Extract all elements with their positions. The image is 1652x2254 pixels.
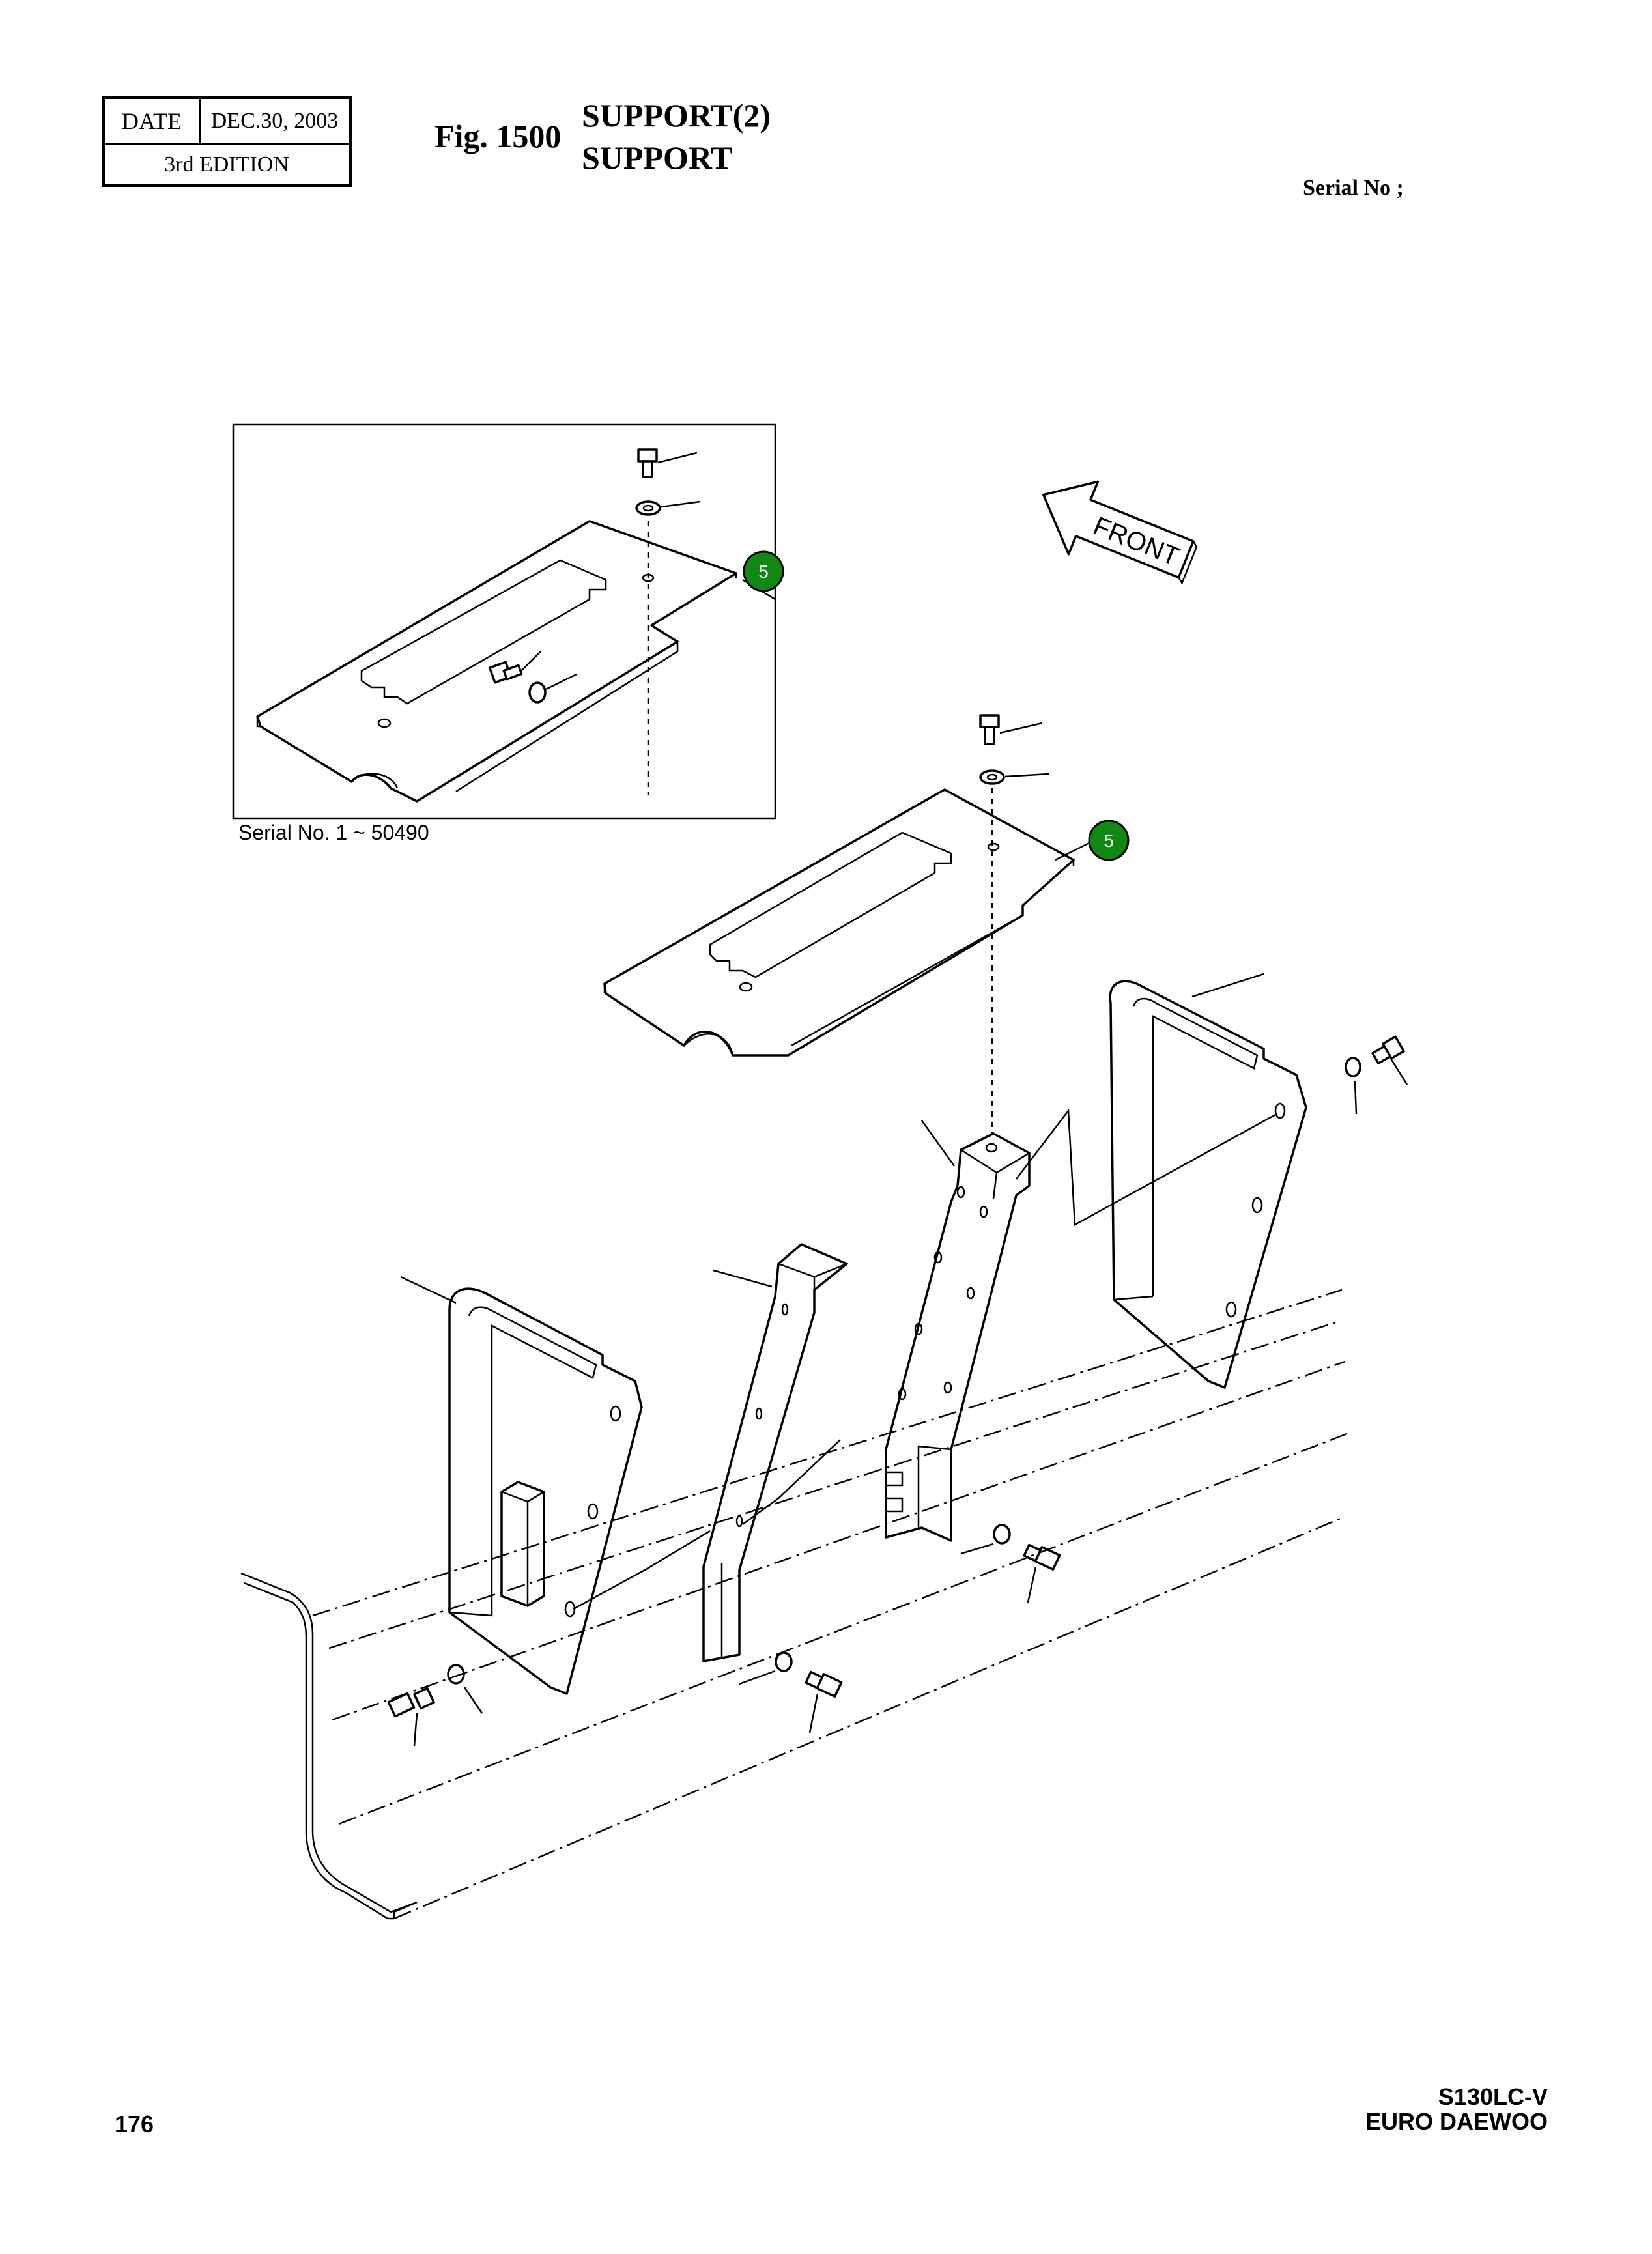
inset-support-plate bbox=[256, 520, 737, 803]
inset-serial-caption: Serial No. 1 ~ 50490 bbox=[238, 821, 429, 844]
figure-title-primary: SUPPORT(2) bbox=[582, 97, 771, 134]
inset-bolt-side bbox=[488, 651, 577, 704]
manufacturer-name: EURO DAEWOO bbox=[1365, 2108, 1548, 2135]
center-channel-support bbox=[885, 1120, 1031, 1542]
left-side-bracket bbox=[400, 1276, 643, 1695]
main-support-plate bbox=[603, 788, 1075, 1137]
inset-bolt-top bbox=[637, 448, 698, 478]
front-direction-arrow: FRONT bbox=[1042, 480, 1198, 585]
inset-washer-top bbox=[635, 500, 701, 516]
date-value: DEC.30, 2003 bbox=[210, 109, 339, 133]
middle-stay-bolt bbox=[805, 1670, 843, 1733]
callout-label-inset: 5 bbox=[758, 562, 769, 582]
left-bracket-bolt bbox=[387, 1687, 435, 1747]
callout-bubble-inset: 5 bbox=[743, 550, 784, 592]
middle-stay-bracket bbox=[702, 1243, 848, 1662]
page-number: 176 bbox=[115, 2111, 154, 2137]
model-name: S130LC-V bbox=[1438, 2083, 1548, 2110]
upper-frame-outline bbox=[240, 1289, 1349, 1920]
plate-washer bbox=[979, 769, 1049, 785]
right-bracket-bolt bbox=[1371, 1035, 1408, 1085]
date-row: DATE DEC.30, 2003 bbox=[105, 99, 349, 145]
figure-number: Fig. 1500 bbox=[434, 118, 562, 154]
date-label: DATE bbox=[105, 99, 201, 143]
center-support-bolt bbox=[1023, 1543, 1061, 1603]
left-bracket-washer bbox=[447, 1664, 483, 1714]
inset-frame bbox=[232, 423, 776, 820]
plate-bolt bbox=[979, 714, 1043, 745]
figure-title-secondary: SUPPORT bbox=[582, 139, 733, 176]
center-support-washer bbox=[960, 1524, 1011, 1555]
callout-bubble-main: 5 bbox=[1088, 820, 1130, 861]
date-edition-box: DATE DEC.30, 2003 3rd EDITION bbox=[102, 96, 352, 187]
right-side-bracket bbox=[1109, 973, 1307, 1389]
right-bracket-washer bbox=[1345, 1057, 1361, 1115]
serial-number-label: Serial No ; bbox=[1303, 176, 1404, 200]
middle-stay-washer bbox=[739, 1651, 793, 1685]
callout-label-main: 5 bbox=[1104, 831, 1114, 851]
edition-label: 3rd EDITION bbox=[164, 152, 289, 177]
